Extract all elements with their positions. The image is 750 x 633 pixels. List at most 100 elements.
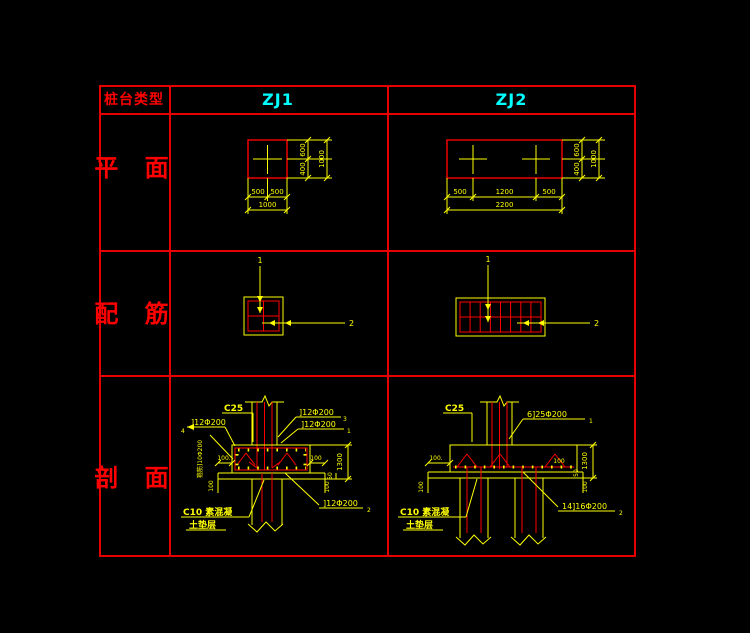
- dim-label: 600: [299, 143, 307, 156]
- zj1-plan-drawing: 600 400 1000 500 500 1000: [244, 136, 332, 214]
- zj1-plan-pile-cross: [253, 145, 282, 174]
- rebar-label: 14]16Φ200: [562, 502, 607, 511]
- zj2-section-drawing: C25 6]25Φ200 1 100. 100 50 1300 100 100: [398, 394, 623, 546]
- zj1-section-dims: 100. 100 50 1300 100 100: [208, 441, 352, 493]
- zj1-section-column-bars: [236, 402, 297, 470]
- table-hline-header: [99, 113, 636, 115]
- dim-label: 50: [573, 469, 580, 477]
- zj1-section-right-label-1: ]12Φ200 3: [277, 408, 347, 438]
- zj2-rebar-drawing: 1 2: [455, 255, 599, 337]
- break-symbol: [455, 534, 492, 546]
- dim-label: 100.: [217, 455, 230, 462]
- zj1-rebar-section-line-2: 2: [262, 319, 354, 328]
- zj1-rebar-cap-outline: [243, 296, 284, 336]
- zj1-section-right-label-2: ]12Φ200 1: [280, 420, 351, 444]
- row-label-plan: 平 面: [94, 153, 178, 182]
- header-type-label: 桩台类型: [104, 92, 164, 108]
- rebar-mark: 4: [181, 428, 185, 435]
- dim-label: 1300: [336, 453, 344, 471]
- dim-label: 1000: [318, 150, 326, 168]
- rebar-label: ]12Φ200: [301, 420, 336, 429]
- zj1-section-pile: [247, 473, 284, 533]
- zj1-section-column: [245, 394, 284, 445]
- zj2-section-pile-1: [455, 467, 492, 546]
- rebar-mark: 3: [343, 416, 347, 423]
- header-zj2: ZJ2: [495, 89, 528, 109]
- table-vline-1: [169, 85, 171, 557]
- break-symbol: [247, 521, 284, 533]
- dim-label: 100: [553, 458, 565, 465]
- zj2-section-dims: 100. 100 50 1300 100 100: [418, 441, 597, 493]
- zj2-section-footing: [449, 444, 578, 473]
- concrete-grade-label: C25: [445, 404, 464, 414]
- dim-label: 50: [327, 472, 334, 480]
- zj2-section-pile-2: [510, 467, 547, 546]
- zj2-plan-right-dims: 600 400 1000: [562, 136, 605, 182]
- dim-label: 100: [418, 481, 425, 493]
- section-mark: 2: [594, 319, 599, 328]
- dim-label: 100: [324, 481, 331, 493]
- dim-label: 500: [453, 188, 466, 196]
- zj2-section-concrete-label: C25: [443, 404, 473, 442]
- zj2-plan-drawing: 600 400 1000 500 1200 500 2200: [443, 136, 605, 214]
- zj1-rebar-section-line-1: 1: [257, 256, 263, 313]
- cushion-label-line2: 土垫层: [406, 519, 433, 531]
- rebar-label: ]12Φ200: [323, 499, 358, 508]
- dim-label: 100: [310, 455, 322, 462]
- zj1-section-drawing: C25 ]12Φ200 3 ]12Φ200 1 ]12Φ200 4 箍筋]10Φ…: [181, 394, 371, 533]
- zj2-rebar-grid: [459, 301, 542, 333]
- rebar-mark: 1: [347, 428, 351, 435]
- zj2-rebar-cap-outline: [455, 297, 546, 337]
- dim-label: 500: [251, 188, 264, 196]
- zj1-section-bottom-label: ]12Φ200 2: [284, 472, 371, 514]
- zj2-plan-bottom-dims: 500 1200 500 2200: [443, 178, 566, 214]
- dim-label: 1000: [259, 201, 277, 209]
- dim-label: 600: [573, 143, 581, 156]
- zj1-section-stirrup-label: 箍筋]10Φ200: [196, 434, 234, 478]
- zj1-rebar-grid: [247, 300, 280, 332]
- dim-label: 2200: [496, 201, 514, 209]
- rebar-mark: 2: [367, 507, 371, 514]
- rebar-mark: 1: [589, 418, 593, 425]
- break-symbol: [480, 394, 519, 408]
- dim-label: 100: [208, 480, 215, 492]
- zj1-rebar-drawing: 1 2: [243, 256, 354, 336]
- rebar-label: ]12Φ200: [299, 408, 334, 417]
- dim-label: 1200: [496, 188, 514, 196]
- zj2-section-right-label: 6]25Φ200 1: [508, 410, 593, 440]
- rebar-mark: 2: [619, 510, 623, 517]
- section-mark: 2: [349, 319, 354, 328]
- zj1-plan-bottom-dims: 500 500 1000: [244, 178, 291, 214]
- table-hline-row2: [99, 375, 636, 377]
- zj2-section-cushion-label: C10 素混凝 土垫层: [398, 478, 478, 531]
- zj1-section-concrete-label: C25: [222, 404, 254, 442]
- table-vline-2: [387, 85, 389, 557]
- table-outer-border: [99, 85, 636, 557]
- zj2-section-cushion: [427, 471, 584, 479]
- break-symbol: [510, 534, 547, 546]
- cushion-label-line1: C10 素混凝: [400, 506, 450, 518]
- zj1-section-left-label: ]12Φ200 4: [181, 418, 236, 447]
- rebar-label: 6]25Φ200: [527, 410, 567, 419]
- dim-label: 400: [573, 162, 581, 175]
- dim-label: 100.: [429, 455, 442, 462]
- dim-label: 1300: [581, 452, 589, 470]
- dim-label: 1000: [590, 150, 598, 168]
- zj2-rebar-section-line-2: 2: [517, 319, 599, 328]
- break-symbol: [245, 394, 284, 408]
- zj2-section-column: [480, 394, 519, 445]
- zj2-section-bottom-label: 14]16Φ200 2: [522, 471, 623, 517]
- cushion-label-line1: C10 素混凝: [183, 506, 233, 518]
- cushion-label-line2: 土垫层: [189, 519, 216, 531]
- zj2-section-column-bars: [491, 402, 508, 469]
- section-mark: 1: [485, 255, 490, 264]
- zj2-rebar-section-line-1: 1: [485, 255, 491, 322]
- rebar-label: ]12Φ200: [191, 418, 226, 427]
- row-label-section: 剖 面: [94, 463, 178, 492]
- dim-label: 500: [270, 188, 283, 196]
- header-zj1: ZJ1: [262, 89, 294, 109]
- dim-label: 400: [299, 162, 307, 175]
- table-hline-row1: [99, 250, 636, 252]
- zj1-section-cushion-label: C10 素混凝 土垫层: [181, 479, 265, 531]
